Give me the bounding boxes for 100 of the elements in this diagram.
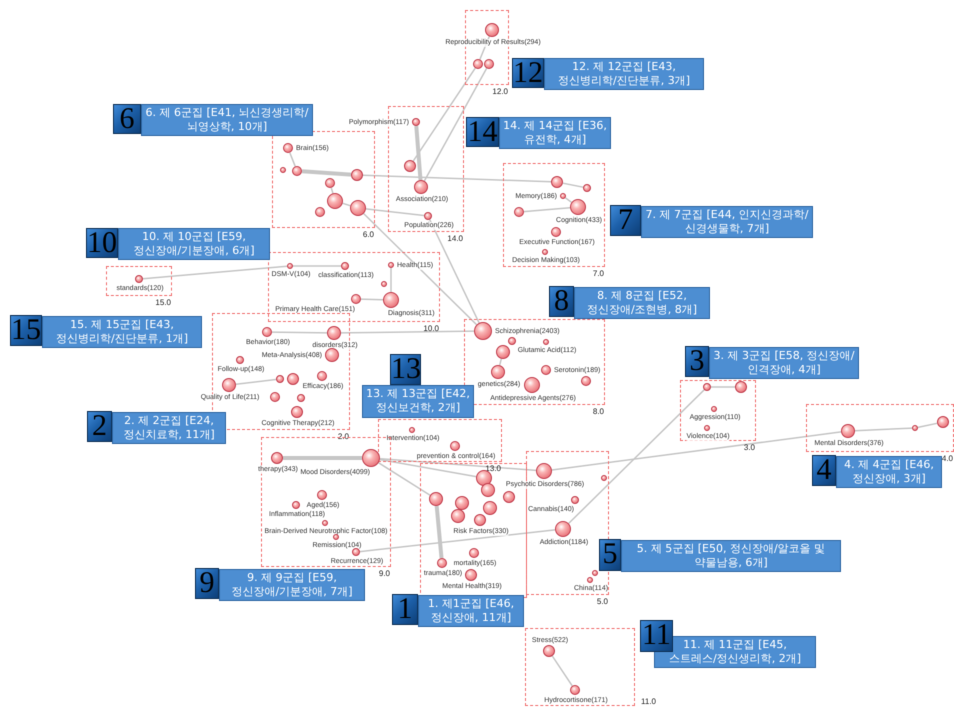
network-edge [552, 656, 573, 686]
network-edge [362, 174, 552, 183]
network-node [735, 381, 747, 393]
network-node [315, 207, 325, 217]
network-edge [390, 268, 392, 292]
cluster-number: 14 [466, 117, 499, 147]
cluster-number: 8 [549, 286, 574, 317]
network-node [404, 160, 416, 172]
network-edge [342, 202, 351, 206]
cluster-number: 13 [390, 354, 421, 385]
cluster-label: 10. 제 10군집 [E59, 정신장애/기분장애, 6개] [118, 228, 270, 260]
network-node [508, 337, 516, 345]
cluster-id-label: 15.0 [155, 298, 171, 307]
network-node [276, 375, 284, 383]
network-edge [142, 266, 288, 280]
network-edge [552, 431, 842, 471]
network-edge [289, 152, 296, 167]
network-edge [360, 529, 556, 552]
network-edge [429, 219, 480, 324]
network-node [483, 501, 497, 515]
network-node [327, 193, 343, 209]
network-node [351, 169, 363, 181]
network-node [297, 394, 305, 402]
network-edge [434, 506, 444, 558]
cluster-id-label: 8.0 [592, 407, 604, 416]
network-node [581, 376, 591, 386]
cluster-label: 5. 제 5군집 [E50, 정신장애/알코올 및 약물남용, 6개] [621, 540, 841, 572]
network-node [583, 184, 591, 192]
cluster-id-label: 5.0 [596, 597, 608, 606]
network-edge [380, 458, 476, 478]
network-node [451, 509, 465, 523]
cluster-number: 15 [10, 315, 42, 346]
cluster-label: 6. 제 6군집 [E41, 뇌신경생리학/뇌영상학, 10개] [141, 104, 313, 136]
cluster-label: 8. 제 8군집 [E52, 정신장애/조현병, 8개] [574, 287, 710, 319]
cluster-id-label: 11.0 [641, 697, 656, 706]
cluster-label: 4. 제 4군집 [E46, 정신장애, 3개] [836, 456, 942, 488]
network-edge [568, 389, 705, 524]
network-node [280, 167, 286, 173]
cluster-label: 12. 제 12군집 [E43, 정신병리학/진단분류, 3개] [544, 58, 704, 90]
network-node [429, 492, 443, 506]
network-node [592, 570, 598, 576]
cluster-number: 3 [685, 346, 709, 377]
network-edge [283, 456, 362, 460]
cluster-number: 12 [512, 58, 544, 88]
network-node [551, 176, 563, 188]
network-node [270, 392, 280, 402]
network-edge [412, 68, 476, 162]
network-node [287, 373, 299, 385]
cluster-number: 1 [392, 594, 418, 625]
network-node [912, 425, 918, 431]
network-node [292, 166, 302, 176]
cluster-id-label: 4.0 [942, 454, 953, 463]
cluster-label: 7. 제 7군집 [E44, 인지신경과학/신경생물학, 7개] [641, 206, 813, 238]
network-edge [366, 208, 424, 216]
network-node [703, 383, 711, 391]
network-node [325, 178, 335, 188]
network-edge [711, 386, 735, 388]
cluster-label: 13. 제 13군집 [E42, 정신보건학, 2개] [362, 385, 474, 418]
cluster-number: 10 [86, 228, 118, 258]
network-edge [498, 358, 502, 366]
network-edge [562, 182, 584, 188]
network-edge [330, 188, 334, 194]
cluster-number: 2 [87, 411, 112, 442]
cluster-id-label: 14.0 [447, 234, 463, 243]
network-edge [236, 378, 276, 385]
cluster-id-label: 13.0 [485, 464, 501, 473]
network-node [601, 475, 607, 481]
network-node [381, 281, 387, 287]
network-node [476, 470, 492, 486]
cluster-label: 1. 제1군집 [E46, 정신장애, 11개] [418, 595, 524, 627]
cluster-label: 3. 제 3군집 [E58, 정신장애/인격장애, 4개] [709, 347, 859, 379]
cluster-id-label: 3.0 [744, 443, 755, 452]
network-node [484, 59, 494, 69]
cluster-label: 2. 제 2군집 [E24, 정신치료학, 11개] [112, 412, 226, 444]
network-edge [293, 265, 341, 267]
network-edge [854, 427, 912, 432]
cluster-number: 9 [195, 568, 219, 599]
cluster-id-label: 7.0 [592, 269, 604, 278]
cluster-label: 14. 제 14군집 [E36, 유전학, 4개] [499, 117, 611, 149]
cluster-number: 5 [599, 539, 621, 571]
cluster-number: 7 [610, 205, 641, 236]
network-edge [340, 330, 474, 334]
network-edge [424, 68, 488, 182]
cluster-id-label: 6.0 [362, 230, 374, 239]
network-node [473, 59, 483, 69]
network-edge [414, 126, 422, 180]
network-edge [378, 462, 430, 496]
cluster-id-label: 10.0 [423, 324, 439, 333]
cluster-label: 9. 제 9군집 [E59, 정신장애/기분장애, 7개] [219, 569, 365, 601]
network-edge [363, 213, 478, 326]
cluster-number: 6 [113, 104, 141, 134]
network-node [481, 483, 495, 497]
network-node [514, 207, 524, 217]
network-edge [272, 331, 328, 334]
network-node [503, 491, 515, 503]
network-edge [380, 458, 536, 472]
network-node [496, 345, 510, 359]
network-node [455, 496, 469, 510]
cluster-label: 15. 제 15군집 [E43, 정신병리학/진단분류, 1개] [42, 316, 202, 348]
cluster-id-label: 9.0 [378, 569, 390, 578]
